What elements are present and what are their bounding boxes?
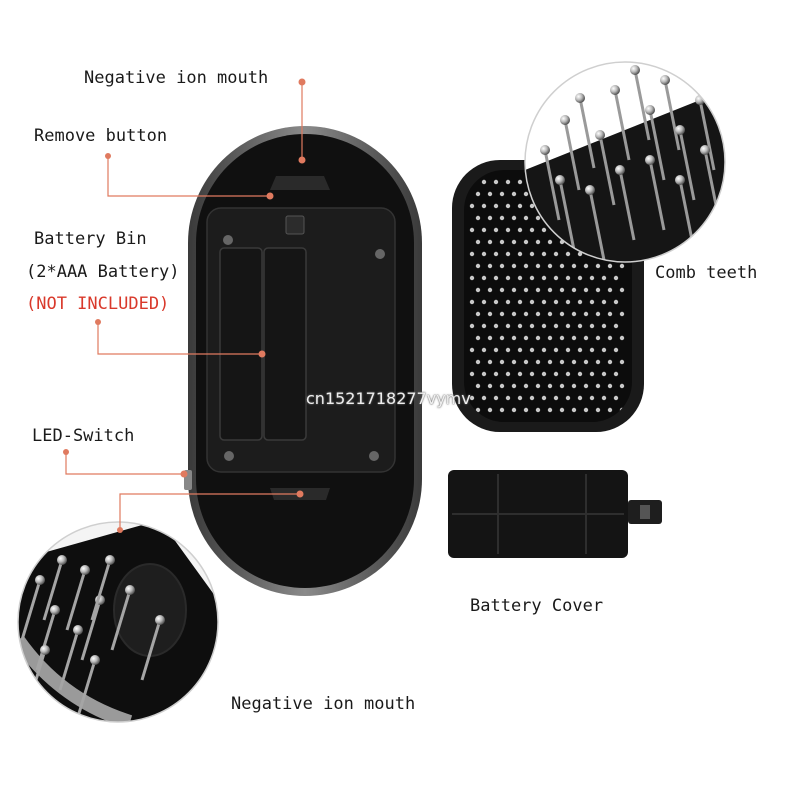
- label-battery-type: (2*AAA Battery): [26, 262, 180, 282]
- battery-cover-part: [448, 470, 662, 558]
- screw-icon: [369, 451, 379, 461]
- zoom-ion-mouth: [17, 521, 219, 723]
- label-ion-mouth-top: Negative ion mouth: [84, 68, 269, 88]
- remove-button: [270, 176, 330, 190]
- screw-icon: [375, 249, 385, 259]
- watermark-text: cn1521718277vymv: [306, 389, 471, 408]
- zoom-comb-teeth: [524, 61, 726, 263]
- brush-back-view: [184, 126, 422, 596]
- screw-icon: [223, 235, 233, 245]
- leader-lines: [65, 82, 303, 530]
- label-battery-bin: Battery Bin: [34, 229, 147, 249]
- label-remove-button: Remove button: [34, 126, 168, 146]
- label-comb-teeth: Comb teeth: [655, 263, 758, 283]
- label-not-included: (NOT INCLUDED): [26, 294, 170, 314]
- label-led-switch: LED-Switch: [32, 426, 135, 446]
- label-battery-cover: Battery Cover: [470, 596, 604, 616]
- label-ion-mouth-bottom: Negative ion mouth: [231, 694, 416, 714]
- leader-dots: [63, 78, 306, 533]
- screw-icon: [224, 451, 234, 461]
